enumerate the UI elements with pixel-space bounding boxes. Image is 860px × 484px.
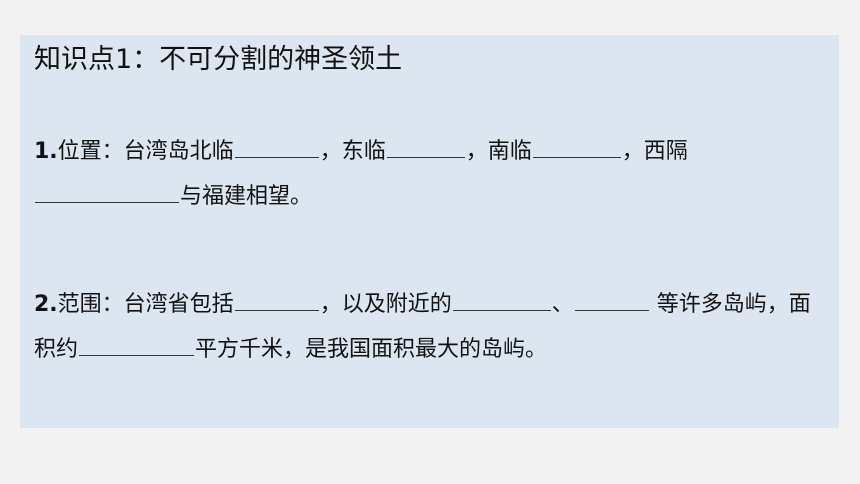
text-segment: 与福建相望。 — [180, 184, 313, 209]
fill-blank-west[interactable] — [35, 180, 179, 203]
page-title: 知识点1：不可分割的神圣领土 — [34, 44, 403, 75]
question-location: 1.位置：台湾岛北临 ，东临 ，南临 ，西隔与福建相望。 — [34, 129, 829, 219]
question-scope: 2.范围：台湾省包括 ，以及附近的 、 等许多岛屿，面积约平方千米，是我国面积最大的… — [34, 282, 829, 372]
fill-blank-south[interactable] — [532, 135, 621, 158]
text-segment: 平方千米，是我国面积最大的岛屿。 — [195, 337, 548, 362]
fill-blank-area[interactable] — [79, 333, 195, 356]
text-segment: ，以及附近的 — [319, 292, 452, 317]
text-segment: 、 — [551, 292, 574, 317]
fill-blank-island-2[interactable] — [574, 288, 649, 311]
text-segment: 位置：台湾岛北临 — [57, 139, 234, 164]
text-segment: ，东临 — [319, 139, 386, 164]
text-segment: ，西隔 — [621, 139, 688, 164]
content-panel: 知识点1：不可分割的神圣领土 1.位置：台湾岛北临 ，东临 ，南临 ，西隔与福建相望。… — [20, 35, 839, 428]
fill-blank-north[interactable] — [234, 135, 319, 158]
text-segment: 范围：台湾省包括 — [57, 292, 234, 317]
fill-blank-east[interactable] — [386, 135, 465, 158]
question-number: 2. — [34, 292, 58, 317]
fill-blank-includes[interactable] — [234, 288, 319, 311]
text-segment: 等许多岛屿，面积约 — [34, 292, 811, 362]
question-number: 1. — [34, 139, 58, 164]
text-segment: ，南临 — [465, 139, 532, 164]
fill-blank-island-1[interactable] — [452, 288, 551, 311]
